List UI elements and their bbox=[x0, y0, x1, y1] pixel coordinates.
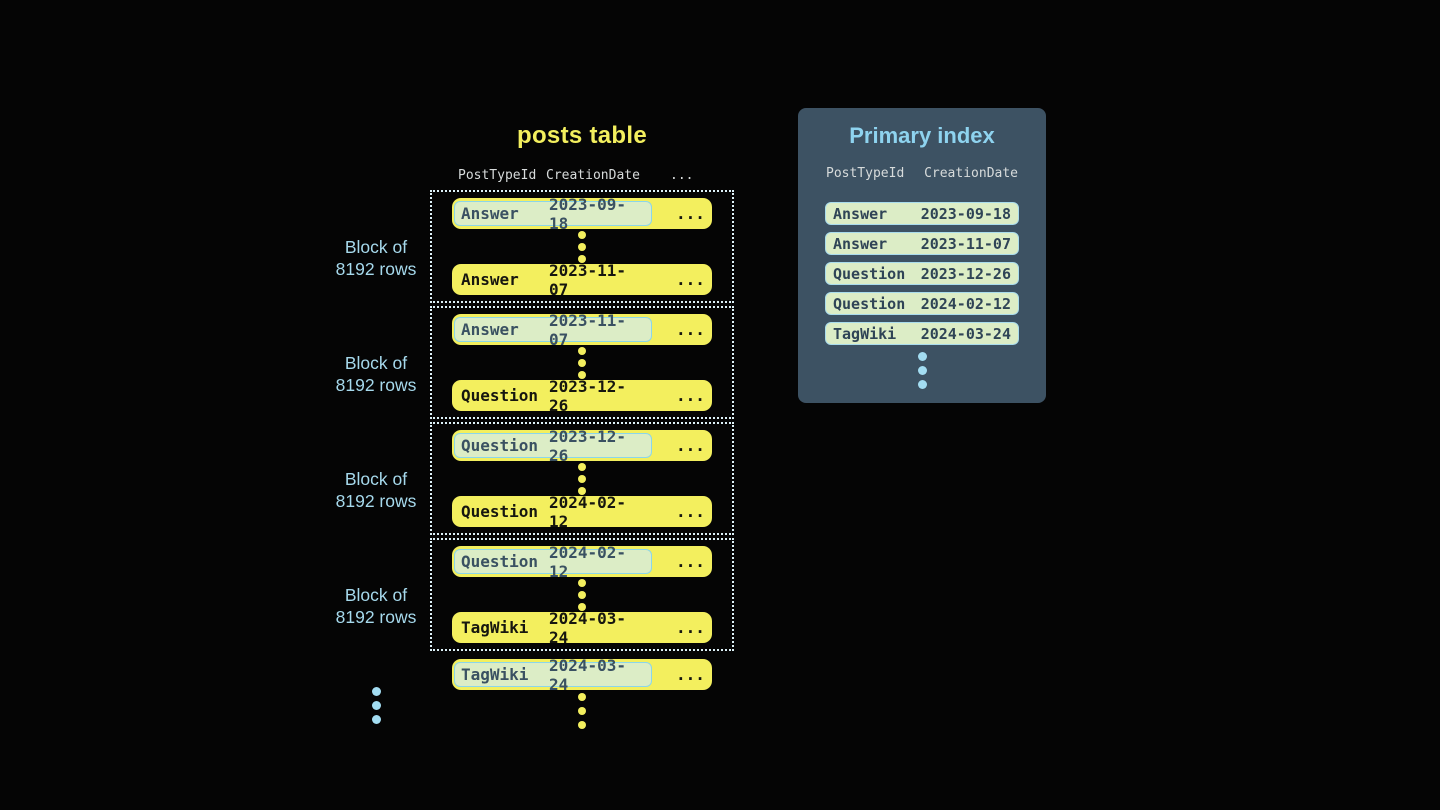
index-key-highlight: Question 2024-02-12 bbox=[454, 543, 652, 581]
creation-date-cell: 2023-11-07 bbox=[920, 234, 1011, 253]
rows-ellipsis-dots bbox=[578, 230, 586, 263]
creation-date-cell: 2023-12-26 bbox=[549, 426, 627, 465]
blocks-continue-dots bbox=[371, 687, 381, 724]
block-label-line1: Block of bbox=[344, 585, 408, 605]
primary-index-panel: Primary index PostTypeId CreationDate An… bbox=[798, 108, 1046, 403]
header-creation-date: CreationDate bbox=[924, 166, 1018, 181]
row-ellipsis: ... bbox=[676, 436, 705, 455]
index-row: TagWiki 2024-03-24 bbox=[825, 322, 1019, 345]
post-type-cell: Answer bbox=[461, 320, 519, 339]
index-row: Question 2023-12-26 bbox=[825, 262, 1019, 285]
index-continues-dots bbox=[917, 352, 927, 389]
block-label-line1: Block of bbox=[344, 469, 408, 489]
row-block-2: Answer 2023-11-07 ... Question 2023-12-2… bbox=[430, 306, 734, 419]
table-row: Question 2024-02-12 ... bbox=[452, 493, 712, 531]
creation-date-cell: 2024-03-24 bbox=[920, 324, 1011, 343]
index-key: TagWiki 2024-03-24 bbox=[454, 609, 652, 647]
block-label-line2: 8192 rows bbox=[335, 606, 417, 627]
row-ellipsis: ... bbox=[676, 665, 705, 684]
creation-date-cell: 2023-12-26 bbox=[549, 376, 627, 415]
post-type-cell: Question bbox=[833, 264, 906, 283]
row-block-1: Answer 2023-09-18 ... Answer 2023-11-07 … bbox=[430, 190, 734, 303]
post-type-cell: Question bbox=[833, 294, 906, 313]
index-key-highlight: Answer 2023-11-07 bbox=[454, 311, 652, 349]
header-creation-date: CreationDate bbox=[546, 167, 640, 183]
table-continues-dots bbox=[577, 693, 587, 729]
table-row: Question 2024-02-12 ... bbox=[452, 543, 712, 581]
index-row: Question 2024-02-12 bbox=[825, 292, 1019, 315]
row-ellipsis: ... bbox=[676, 386, 705, 405]
post-type-cell: Question bbox=[461, 502, 539, 521]
posts-table-header: PostTypeId CreationDate ... bbox=[452, 165, 732, 185]
post-type-cell: Answer bbox=[461, 270, 519, 289]
index-key-highlight: Answer 2023-09-18 bbox=[454, 195, 652, 233]
row-ellipsis: ... bbox=[676, 618, 705, 637]
creation-date-cell: 2023-09-18 bbox=[549, 194, 627, 233]
table-row: TagWiki 2024-03-24 ... bbox=[452, 609, 712, 647]
post-type-cell: Answer bbox=[461, 204, 519, 223]
post-type-cell: Question bbox=[461, 436, 539, 455]
block-label-4: Block of 8192 rows bbox=[316, 585, 436, 628]
row-ellipsis: ... bbox=[676, 204, 705, 223]
row-ellipsis: ... bbox=[676, 270, 705, 289]
header-post-type: PostTypeId bbox=[826, 166, 905, 181]
block-label-line2: 8192 rows bbox=[335, 374, 417, 395]
index-key-highlight: Question 2023-12-26 bbox=[454, 427, 652, 465]
creation-date-cell: 2024-02-12 bbox=[549, 542, 627, 581]
block-label-line1: Block of bbox=[344, 353, 408, 373]
row-block-3: Question 2023-12-26 ... Question 2024-02… bbox=[430, 422, 734, 535]
table-row: Question 2023-12-26 ... bbox=[452, 377, 712, 415]
creation-date-cell: 2023-11-07 bbox=[549, 260, 627, 299]
primary-index-rows: Answer 2023-09-18 Answer 2023-11-07 Ques… bbox=[798, 202, 1046, 345]
header-post-type: PostTypeId bbox=[458, 167, 537, 183]
post-type-cell: TagWiki bbox=[833, 324, 897, 343]
block-label-3: Block of 8192 rows bbox=[316, 469, 436, 512]
row-ellipsis: ... bbox=[676, 320, 705, 339]
index-key: Question 2024-02-12 bbox=[454, 493, 652, 531]
block-label-line2: 8192 rows bbox=[335, 490, 417, 511]
creation-date-cell: 2023-09-18 bbox=[920, 204, 1011, 223]
post-type-cell: Answer bbox=[833, 234, 888, 253]
index-row: Answer 2023-09-18 bbox=[825, 202, 1019, 225]
posts-table-title: posts table bbox=[517, 122, 647, 149]
creation-date-cell: 2024-03-24 bbox=[549, 655, 627, 694]
creation-date-cell: 2023-11-07 bbox=[549, 310, 627, 349]
index-row: Answer 2023-11-07 bbox=[825, 232, 1019, 255]
table-row: Answer 2023-11-07 ... bbox=[452, 311, 712, 349]
row-block-4: Question 2024-02-12 ... TagWiki 2024-03-… bbox=[430, 538, 734, 651]
row-ellipsis: ... bbox=[676, 502, 705, 521]
index-key: Answer 2023-11-07 bbox=[454, 261, 652, 299]
primary-index-header: PostTypeId CreationDate bbox=[824, 166, 1020, 182]
table-row: Question 2023-12-26 ... bbox=[452, 427, 712, 465]
table-row: Answer 2023-09-18 ... bbox=[452, 195, 712, 233]
header-ellipsis: ... bbox=[670, 167, 694, 183]
rows-ellipsis-dots bbox=[578, 578, 586, 611]
primary-index-title: Primary index bbox=[849, 123, 995, 148]
creation-date-cell: 2024-02-12 bbox=[920, 294, 1011, 313]
block-label-line2: 8192 rows bbox=[335, 258, 417, 279]
creation-date-cell: 2024-02-12 bbox=[549, 492, 627, 531]
post-type-cell: TagWiki bbox=[461, 618, 529, 637]
rows-ellipsis-dots bbox=[578, 346, 586, 379]
table-row: Answer 2023-11-07 ... bbox=[452, 261, 712, 299]
post-type-cell: Question bbox=[461, 386, 539, 405]
block-label-1: Block of 8192 rows bbox=[316, 237, 436, 280]
block-label-2: Block of 8192 rows bbox=[316, 353, 436, 396]
post-type-cell: Question bbox=[461, 552, 539, 571]
rows-ellipsis-dots bbox=[578, 462, 586, 495]
post-type-cell: Answer bbox=[833, 204, 888, 223]
row-ellipsis: ... bbox=[676, 552, 705, 571]
table-row-overflow: TagWiki 2024-03-24 ... bbox=[452, 656, 712, 694]
creation-date-cell: 2023-12-26 bbox=[920, 264, 1011, 283]
index-key: Question 2023-12-26 bbox=[454, 377, 652, 415]
block-label-line1: Block of bbox=[344, 237, 408, 257]
post-type-cell: TagWiki bbox=[461, 665, 529, 684]
creation-date-cell: 2024-03-24 bbox=[549, 608, 627, 647]
index-key-highlight: TagWiki 2024-03-24 bbox=[454, 656, 652, 694]
